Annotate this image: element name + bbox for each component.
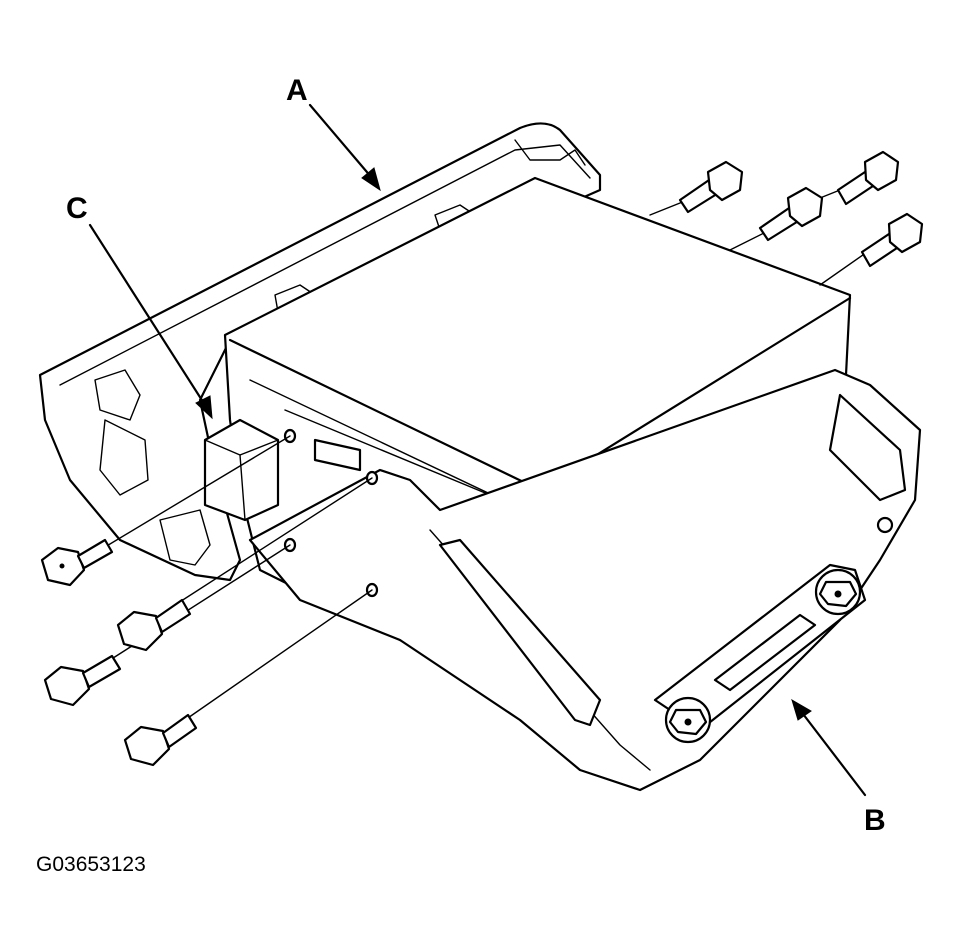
callout-arrow-b bbox=[791, 698, 867, 797]
bolt-left-2 bbox=[116, 598, 192, 652]
bolt-right-4 bbox=[860, 212, 924, 268]
figure-code: G03653123 bbox=[36, 853, 146, 876]
bolt-left-3 bbox=[43, 654, 122, 707]
lower-bracket bbox=[248, 368, 922, 792]
callout-label-a: A bbox=[286, 74, 308, 107]
bolt-left-4 bbox=[123, 713, 198, 767]
bolt-right-2 bbox=[758, 186, 824, 242]
connector bbox=[203, 418, 280, 522]
callout-label-c: C bbox=[66, 192, 88, 225]
bolt-left-1 bbox=[40, 538, 114, 587]
callout-arrow-a bbox=[308, 103, 381, 192]
bolt-right-1 bbox=[678, 160, 744, 214]
bolt-leader-lines bbox=[99, 189, 871, 721]
callout-arrow-c bbox=[88, 223, 213, 420]
bolt-right-3 bbox=[836, 150, 900, 206]
callout-label-b: B bbox=[864, 804, 886, 837]
